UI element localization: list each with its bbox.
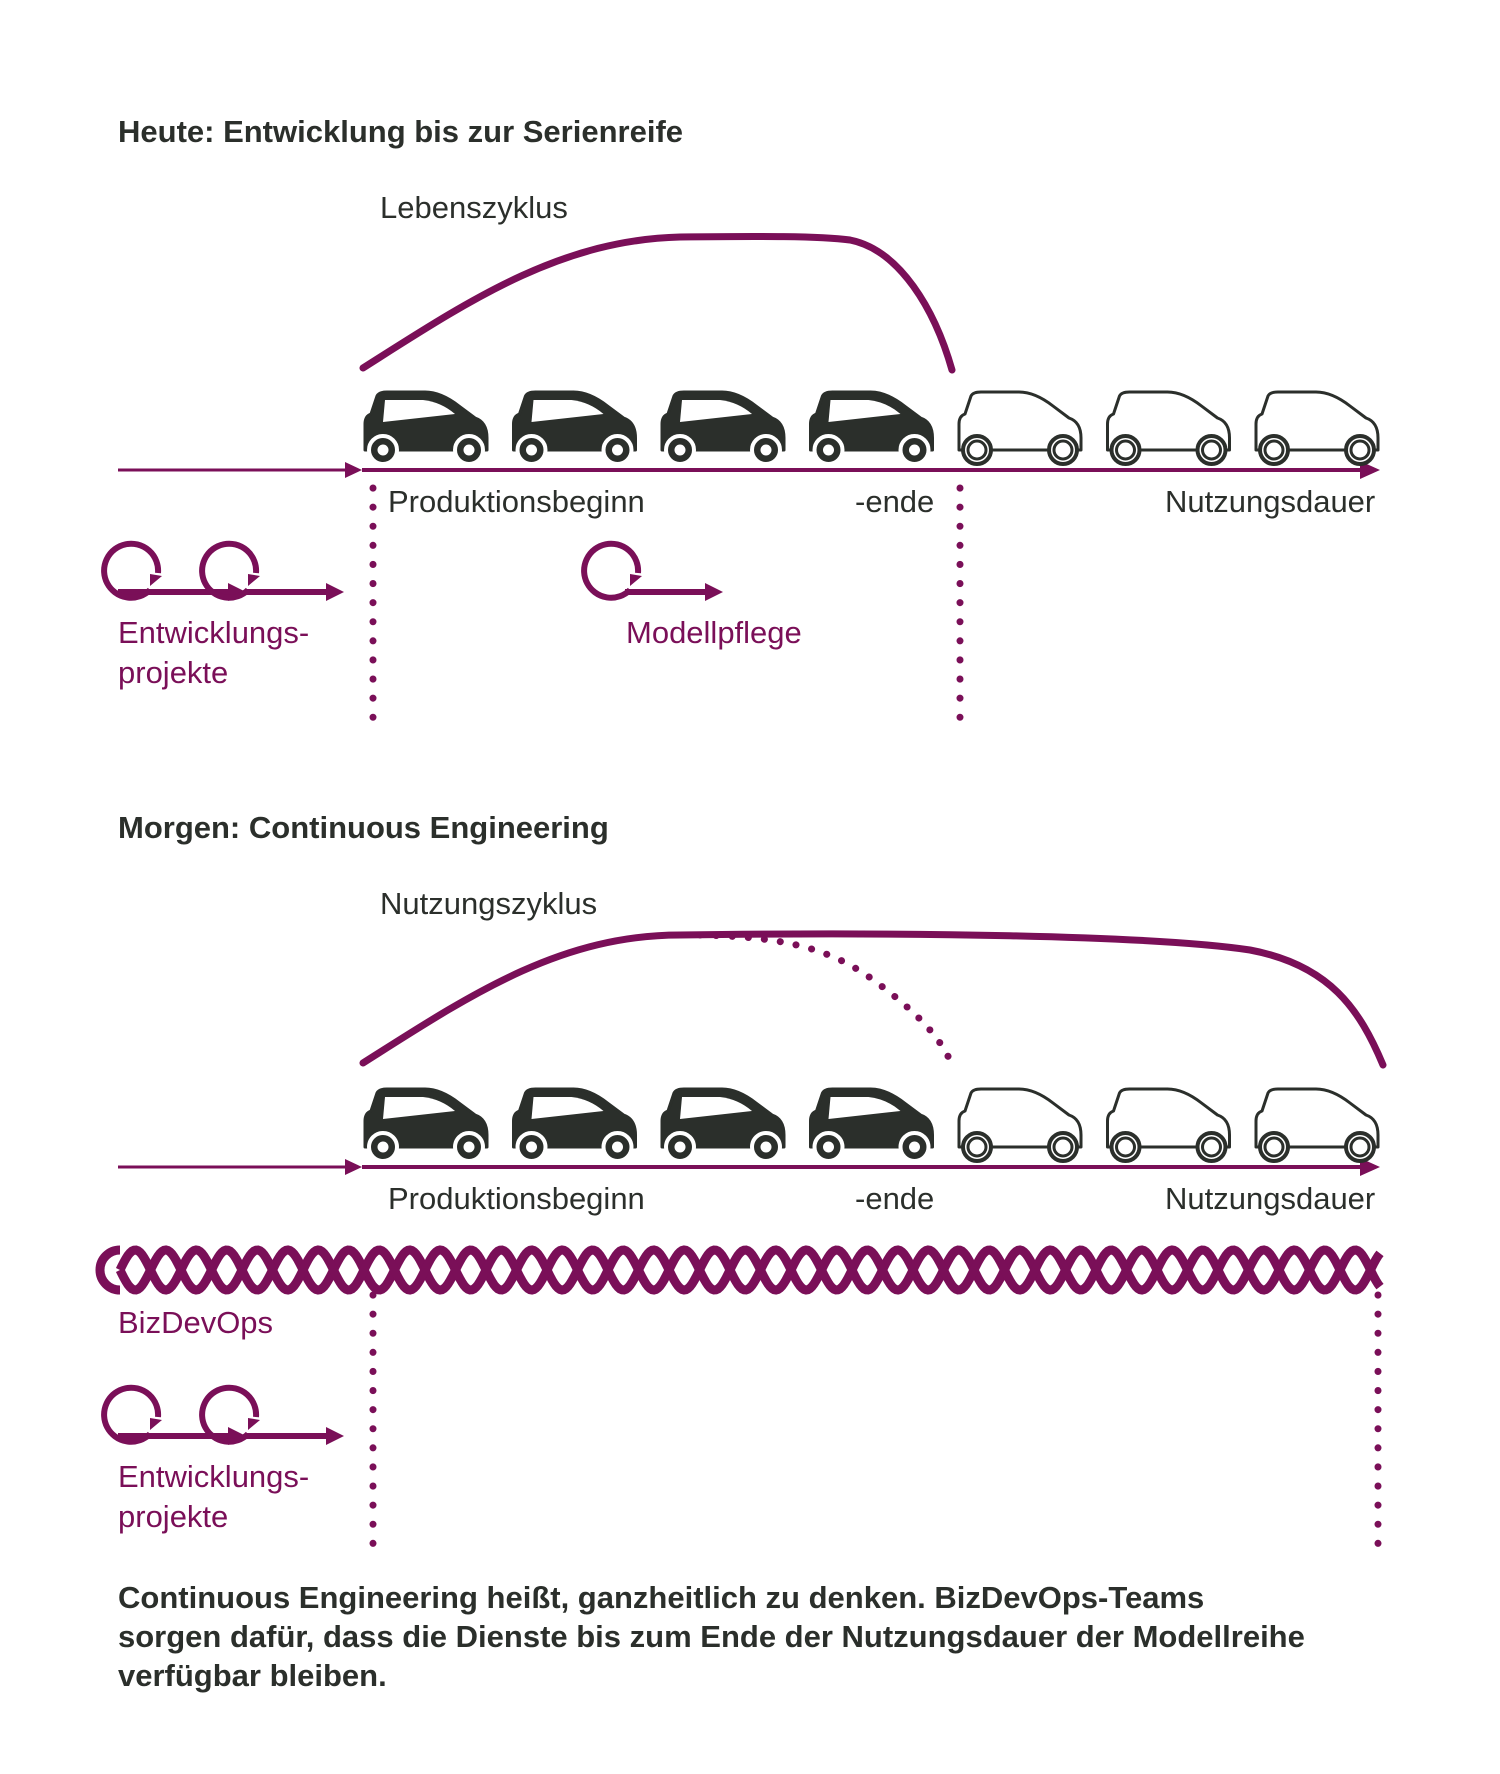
helix-cap-left: [95, 1245, 121, 1295]
tomorrow-usage-label: Nutzungsdauer: [1165, 1181, 1375, 1216]
tomorrow-end-label: -ende: [855, 1181, 934, 1216]
former-lifecycle-curve: [696, 931, 956, 1069]
loop-arrow-icon: [101, 540, 344, 601]
car-icon-outline: [1254, 390, 1380, 466]
car-icon-outline: [957, 390, 1083, 466]
today-dev-label-1: Entwicklungs-: [118, 615, 309, 650]
car-icon-outline: [1254, 1087, 1380, 1163]
tomorrow-dev-label-2: projekte: [118, 1499, 228, 1534]
car-icon-outline: [1106, 1087, 1231, 1163]
tomorrow-start-label: Produktionsbeginn: [388, 1181, 645, 1216]
caption-line-3: verfügbar bleiben.: [118, 1658, 387, 1693]
today-heading: Heute: Entwicklung bis zur Serienreife: [118, 114, 683, 149]
caption-line-1: Continuous Engineering heißt, ganzheitli…: [118, 1580, 1204, 1615]
tomorrow-section: Morgen: Continuous Engineering Nutzungsz…: [95, 810, 1387, 1554]
helix-icon: [95, 1245, 1384, 1295]
car-icon-filled: [809, 390, 934, 466]
today-end-label: -ende: [855, 484, 934, 519]
bizdevops-label: BizDevOps: [118, 1305, 273, 1340]
tomorrow-heading: Morgen: Continuous Engineering: [118, 810, 609, 845]
helix-strand-2: [115, 1245, 1384, 1295]
usage-timeline-arrow: [362, 1158, 1380, 1176]
usage-cycle-curve: [359, 930, 1387, 1069]
maintenance-label: Modellpflege: [626, 615, 802, 650]
car-icon-filled: [363, 390, 489, 466]
helix-strand-1: [115, 1245, 1384, 1295]
today-usage-label: Nutzungsdauer: [1165, 484, 1375, 519]
maintenance-loop-icon: [581, 540, 723, 601]
today-dev-label-2: projekte: [118, 655, 228, 690]
car-icon-filled: [660, 390, 786, 466]
caption-line-2: sorgen dafür, dass die Dienste bis zum E…: [118, 1619, 1305, 1654]
car-row-tomorrow: [363, 1087, 1380, 1163]
car-icon-filled: [809, 1087, 934, 1163]
today-section: Heute: Entwicklung bis zur Serienreife L…: [101, 114, 1380, 732]
tomorrow-curve-label: Nutzungszyklus: [380, 886, 597, 921]
car-icon-filled: [512, 390, 637, 466]
car-icon-filled: [660, 1087, 786, 1163]
car-icon-filled: [363, 1087, 489, 1163]
lifecycle-curve: [359, 232, 956, 374]
loop-arrow-icon: [101, 1384, 344, 1445]
car-icon-filled: [512, 1087, 637, 1163]
caption: Continuous Engineering heißt, ganzheitli…: [118, 1580, 1305, 1693]
car-row-today: [363, 390, 1380, 466]
pre-production-arrow: [118, 1159, 362, 1175]
pre-production-arrow: [118, 462, 362, 478]
car-icon-outline: [1106, 390, 1231, 466]
today-curve-label: Lebenszyklus: [380, 190, 568, 225]
usage-timeline-arrow: [362, 461, 1380, 479]
car-icon-outline: [957, 1087, 1083, 1163]
today-start-label: Produktionsbeginn: [388, 484, 645, 519]
tomorrow-dev-label-1: Entwicklungs-: [118, 1459, 309, 1494]
